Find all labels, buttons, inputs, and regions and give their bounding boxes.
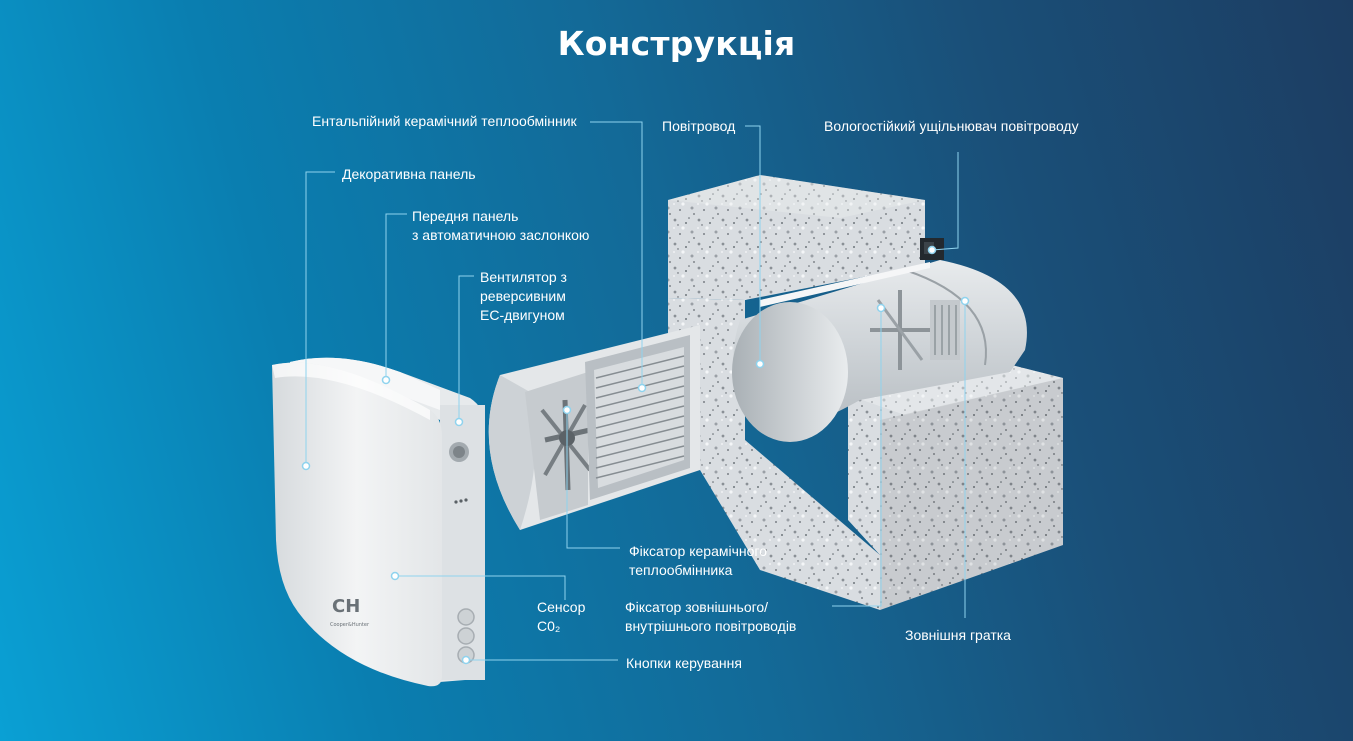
leader-exchanger-lock: [566, 410, 620, 549]
dot-seal: [927, 245, 937, 255]
dot-sensor: [390, 571, 400, 581]
label-duct-lock: Фіксатор зовнішнього/ внутрішнього повіт…: [625, 599, 797, 634]
svg-text:CH: CH: [332, 596, 360, 617]
label-fan: Вентилятор з реверсивним ЕС-двигуном: [480, 269, 567, 323]
leader-seal: [931, 152, 959, 251]
dot-duct-lock: [876, 303, 886, 313]
leader-front: [385, 213, 407, 380]
leader-sensor: [395, 575, 566, 600]
leader-decor: [305, 171, 335, 466]
decorative-panel: [272, 362, 442, 687]
duct-fan: [870, 290, 960, 370]
label-enthalpy-exchanger: Ентальпійний керамічний теплообмінник: [312, 113, 577, 129]
svg-text:Cooper&Hunter: Cooper&Hunter: [330, 622, 370, 628]
label-front-panel: Передня панель з автоматичною заслонкою: [412, 208, 590, 243]
leader-duct: [745, 125, 761, 364]
label-decor-panel: Декоративна панель: [342, 166, 476, 182]
page-title: Конструкція: [557, 24, 796, 63]
dot-enthalpy: [637, 383, 647, 393]
leader-lines: [305, 121, 966, 661]
leader-fan: [458, 275, 474, 422]
brand-logo: CH Cooper&Hunter: [330, 596, 370, 628]
leader-duct-lock: [832, 308, 882, 607]
control-buttons: [457, 608, 475, 664]
dot-grille: [960, 296, 970, 306]
label-control-buttons: Кнопки керування: [626, 655, 742, 671]
wall-block: [668, 175, 1063, 610]
label-seal: Вологостійкий ущільнювач повітроводу: [824, 118, 1079, 134]
label-exchanger-lock: Фіксатор керамічного теплообмінника: [629, 543, 768, 578]
leader-dots: [301, 245, 970, 665]
dot-buttons: [461, 655, 471, 665]
leader-enthalpy: [590, 121, 643, 388]
dot-front: [381, 375, 391, 385]
dot-exchanger-lock: [562, 405, 572, 415]
dot-fan: [454, 417, 464, 427]
label-duct: Повітровод: [662, 118, 736, 134]
dot-decor: [301, 461, 311, 471]
dot-duct: [755, 359, 765, 369]
label-outer-grille: Зовнішня гратка: [905, 627, 1011, 643]
label-co2-sensor: Сенсор С0₂: [537, 599, 586, 634]
ceramic-heat-exchanger: [585, 335, 690, 500]
